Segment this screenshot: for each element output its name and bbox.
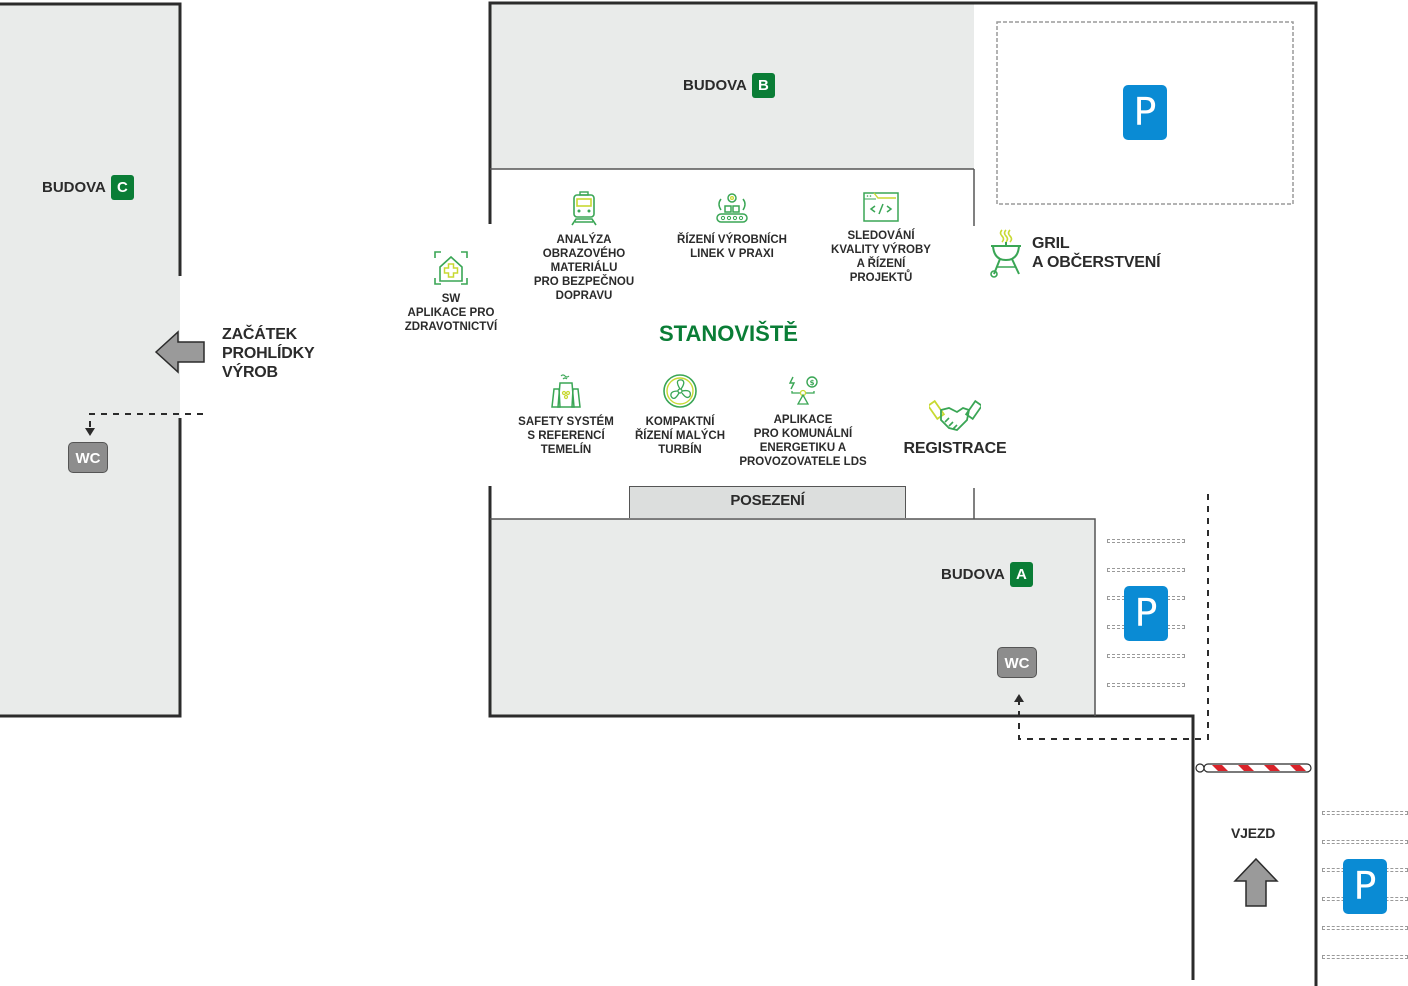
path-to-wc-c	[89, 413, 203, 428]
parking-lot-outline	[996, 21, 1294, 205]
stand-turbines[interactable]: KOMPAKTNÍ ŘÍZENÍ MALÝCH TURBÍN	[626, 373, 734, 457]
building-b-label[interactable]: BUDOVA B	[683, 73, 775, 98]
entrance-label: VJEZD	[1231, 825, 1276, 841]
building-c-area	[0, 4, 180, 716]
entrance-arrow-icon	[1233, 857, 1279, 907]
seating-area[interactable]	[629, 486, 906, 518]
train-icon	[571, 191, 597, 226]
wc-building-a[interactable]: WC	[997, 647, 1037, 678]
building-a-name: BUDOVA	[941, 566, 1005, 583]
parking-sign-building-a[interactable]: P	[1124, 586, 1168, 641]
code-window-icon	[863, 192, 899, 222]
stand-safety-system[interactable]: SAFETY SYSTÉM S REFERENCÍ TEMELÍN	[510, 373, 622, 457]
registration-point[interactable]: REGISTRACE	[903, 398, 1007, 458]
stands-title: Stanoviště	[659, 321, 798, 346]
stand-production-lines[interactable]: ŘÍZENÍ VÝROBNÍCH LINEK V PRAXI	[668, 191, 796, 261]
svg-text:$: $	[810, 379, 815, 387]
building-a-top-wall	[490, 518, 1096, 716]
production-line-icon	[716, 193, 748, 223]
wc-building-c[interactable]: WC	[68, 442, 108, 473]
parking-sign-top[interactable]: P	[1123, 85, 1167, 140]
turbine-icon	[663, 374, 697, 408]
building-c-wall	[0, 2, 182, 276]
registration-label: REGISTRACE	[903, 440, 1007, 457]
stand-energy-apps[interactable]: $ APLIKACE PRO KOMUNÁLNÍ ENERGETIKU A PR…	[736, 375, 870, 469]
building-b-badge: B	[751, 73, 775, 98]
building-c-badge: C	[110, 175, 134, 200]
seating-label: POSEZENÍ	[730, 492, 805, 509]
path-arrow-wc-a	[1014, 694, 1024, 702]
stand-healthcare[interactable]: SW APLIKACE PRO ZDRAVOTNICTVÍ	[396, 250, 506, 334]
barrier-gate-icon	[1195, 763, 1312, 773]
path-arrow-wc-c	[85, 428, 95, 436]
grill-icon	[990, 229, 1021, 278]
parking-sign-entrance[interactable]: P	[1343, 859, 1387, 914]
handshake-icon	[929, 399, 981, 431]
building-c-wall-lower	[0, 418, 182, 718]
power-plant-icon	[551, 374, 581, 408]
building-c-name: BUDOVA	[42, 179, 106, 196]
building-a-label[interactable]: BUDOVA A	[941, 562, 1033, 587]
stand-quality-tracking[interactable]: SLEDOVÁNÍ KVALITY VÝROBY A ŘÍZENÍ PROJEK…	[822, 191, 940, 285]
grill-label-line-2: A OBČERSTVENÍ	[1032, 254, 1161, 271]
building-a-badge: A	[1009, 562, 1033, 587]
building-b-name: BUDOVA	[683, 77, 747, 94]
healthcare-house-icon	[434, 251, 468, 285]
building-a-wall	[488, 486, 1195, 980]
building-a-area	[490, 519, 1095, 716]
grill-label-line-1: GRIL	[1032, 235, 1070, 252]
outer-wall-top	[488, 1, 1318, 986]
tour-start-arrow-icon	[154, 330, 205, 374]
path-to-wc-a	[1018, 494, 1209, 740]
grill-area[interactable]: GRIL A OBČERSTVENÍ	[988, 228, 1161, 278]
stand-image-analysis[interactable]: ANALÝZA OBRAZOVÉHO MATERIÁLU PRO BEZPEČN…	[524, 191, 644, 303]
energy-balance-icon: $	[788, 376, 818, 405]
building-b-area	[490, 4, 974, 169]
building-c-label[interactable]: BUDOVA C	[42, 175, 134, 200]
tour-start-label: ZAČÁTEK PROHLÍDKY VÝROB	[222, 326, 315, 381]
